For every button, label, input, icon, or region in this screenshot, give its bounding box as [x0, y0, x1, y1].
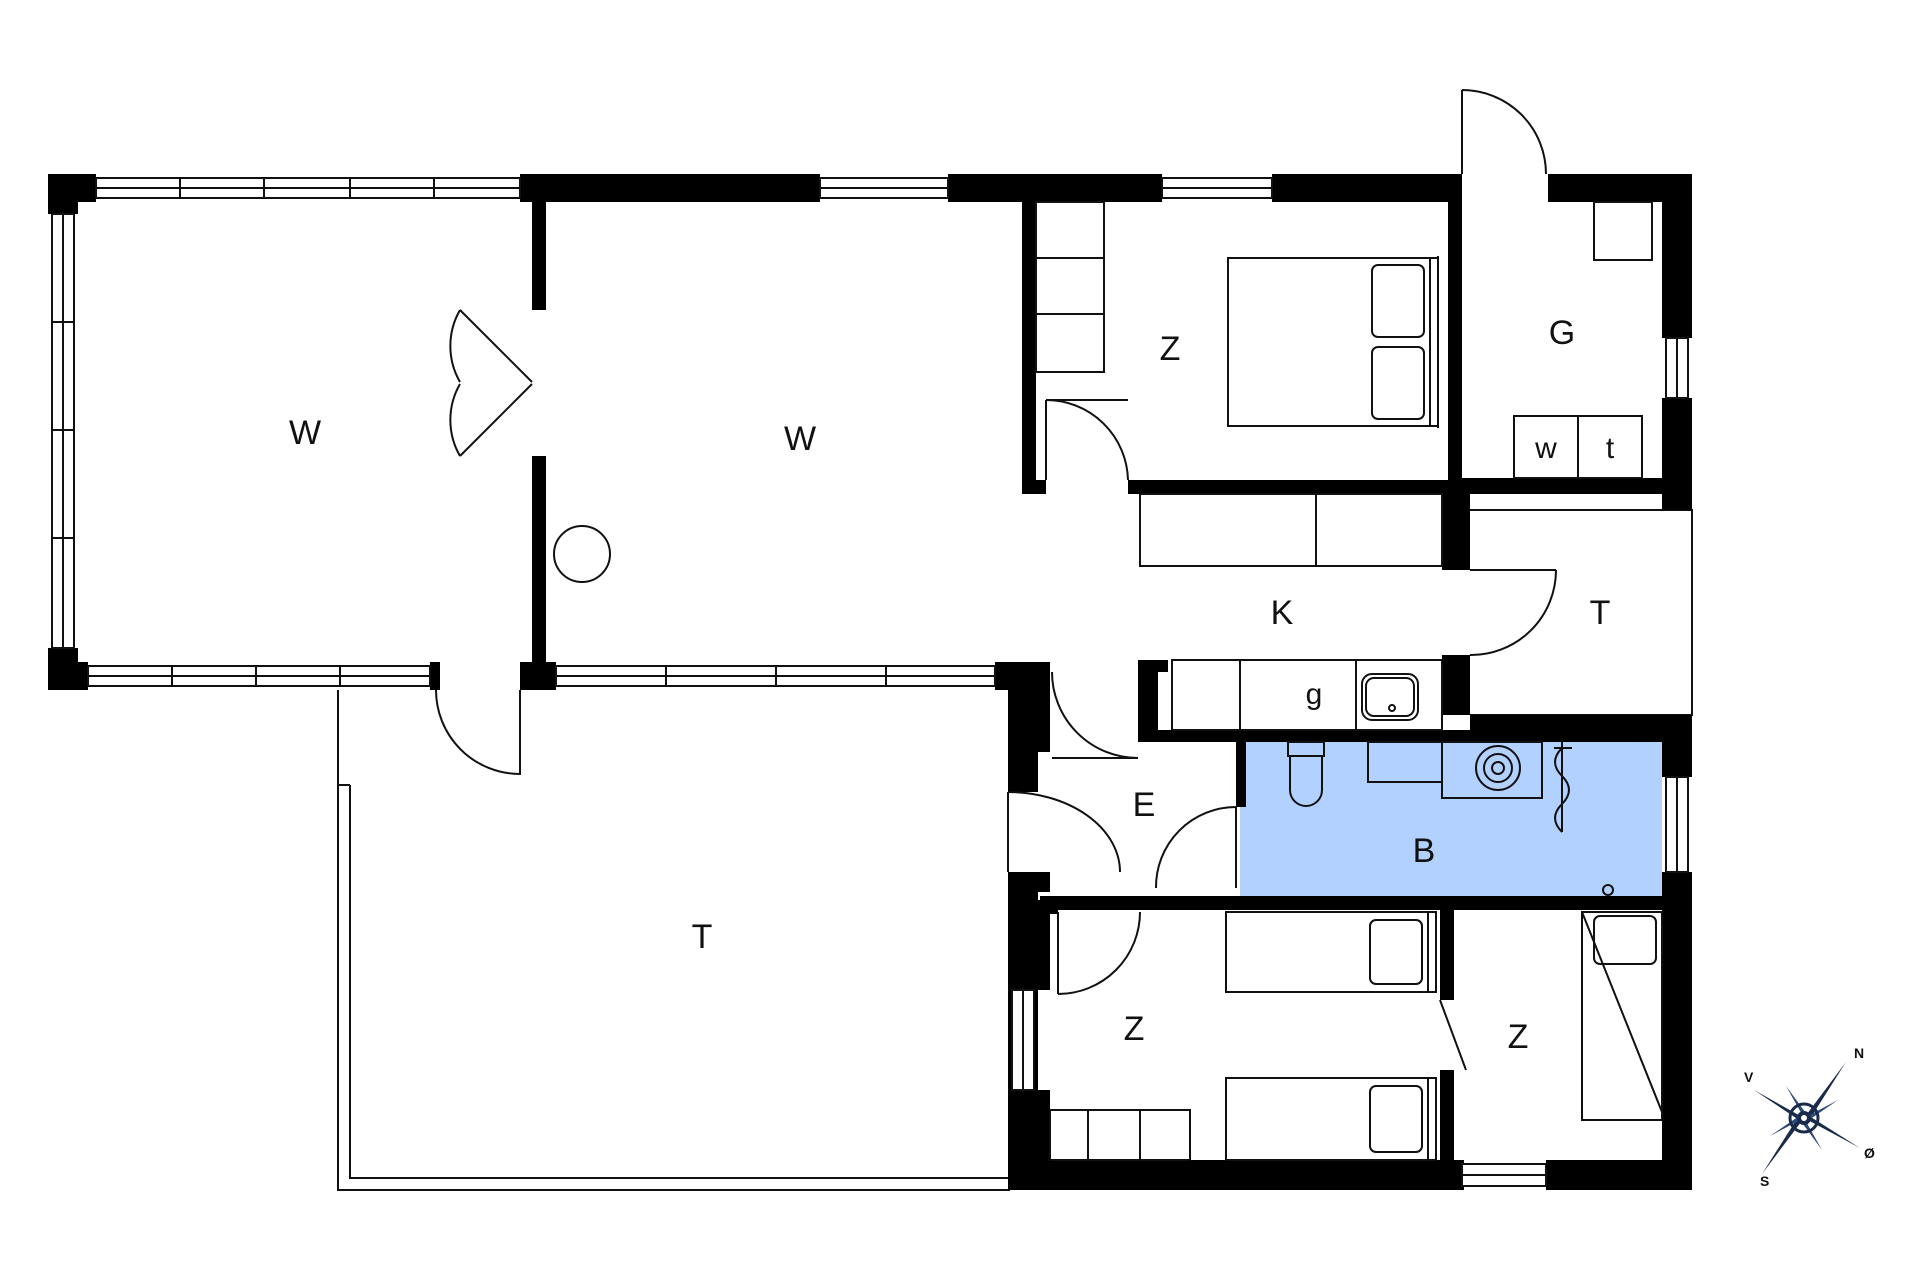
room-label-entrance: E	[1133, 786, 1156, 824]
room-labels: W W Z G K T E B T Z Z	[289, 314, 1610, 1056]
floor-drain	[1602, 884, 1614, 896]
bed-east	[1581, 911, 1663, 1121]
room-label-terrace-east: T	[1590, 594, 1611, 632]
compass-labels: N V Ø S	[1744, 1045, 1875, 1189]
toilet	[1289, 755, 1323, 807]
compass	[1754, 1062, 1860, 1174]
terrace-south-outline	[337, 690, 1010, 1191]
room-label-kitchen: K	[1271, 594, 1294, 632]
room-label-living-west: W	[289, 414, 321, 452]
compass-north: N	[1854, 1045, 1864, 1061]
room-label-bedroom-south: Z	[1124, 1010, 1145, 1048]
label-dryer: t	[1606, 432, 1615, 465]
label-fridge: g	[1306, 678, 1323, 711]
compass-west: V	[1744, 1069, 1754, 1085]
furniture	[553, 201, 1663, 1161]
washbasin-counter	[1441, 741, 1543, 799]
bathroom-fill	[1240, 742, 1662, 896]
wardrobe-south	[1049, 1109, 1191, 1161]
compass-east: Ø	[1864, 1145, 1875, 1161]
kitchen-counter-south	[1171, 659, 1443, 731]
wardrobe-north	[1035, 201, 1105, 373]
label-washer: w	[1534, 432, 1557, 465]
compass-south: S	[1760, 1173, 1769, 1189]
room-label-terrace-south: T	[692, 918, 713, 956]
round-table	[553, 525, 611, 583]
room-label-bathroom: B	[1413, 832, 1436, 870]
shower	[1554, 747, 1570, 833]
utility-cabinet	[1593, 201, 1653, 261]
doors	[435, 89, 1557, 1071]
walls	[48, 174, 1692, 1190]
room-label-living-center: W	[784, 420, 816, 458]
compass-rose-icon	[1754, 1062, 1860, 1174]
kitchen-sink	[1361, 673, 1419, 721]
fixture-labels: w t g	[1306, 432, 1615, 711]
room-label-utility: G	[1549, 314, 1575, 352]
kitchen-counter-north	[1139, 493, 1443, 567]
room-label-bedroom-east: Z	[1508, 1018, 1529, 1056]
windows	[51, 177, 1689, 1187]
room-label-bedroom-north: Z	[1160, 330, 1181, 368]
